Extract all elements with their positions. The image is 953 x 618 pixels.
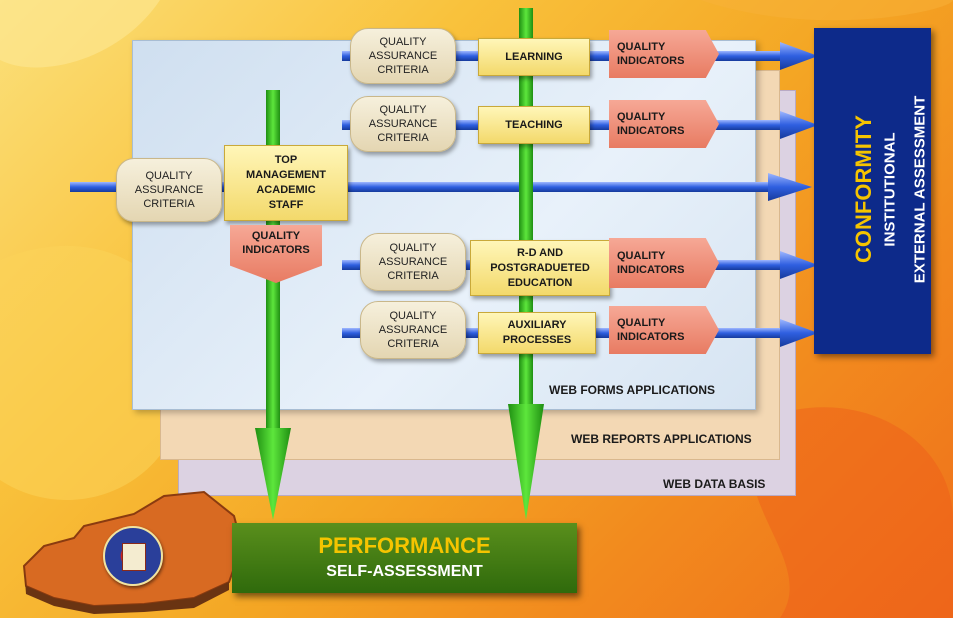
arrow-main [70,173,812,201]
performance-title: PERFORMANCE [318,533,491,558]
conformity-external: EXTERNAL ASSESSMENT [911,95,929,284]
conformity-title: CONFORMITY [851,115,876,263]
layer-label-forms: WEB FORMS APPLICATIONS [549,383,715,397]
layer-label-data: WEB DATA BASIS [663,477,766,491]
conformity-institutional: INSTITUTIONAL [881,132,899,247]
performance-box: PERFORMANCE SELF-ASSESSMENT [232,523,577,593]
university-seal-icon [103,526,163,586]
process-teaching: TEACHING [478,106,590,144]
performance-subtitle: SELF-ASSESSMENT [326,563,483,580]
process-learning: LEARNING [478,38,590,76]
conformity-box: CONFORMITY INSTITUTIONAL EXTERNAL ASSESS… [814,28,931,354]
layer-label-reports: WEB REPORTS APPLICATIONS [571,432,752,446]
